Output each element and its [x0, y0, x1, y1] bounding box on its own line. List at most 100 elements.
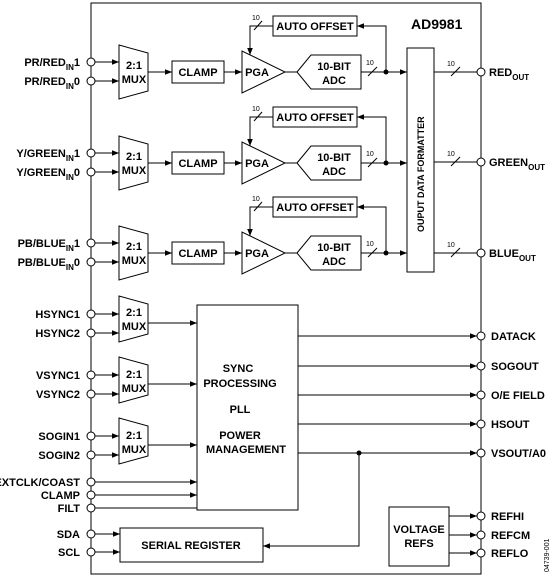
svg-text:O/E FIELD: O/E FIELD	[491, 390, 545, 402]
sogin-mux: 2:1 MUX	[118, 417, 149, 465]
svg-text:REDOUT: REDOUT	[489, 67, 529, 82]
svg-text:PB/BLUEIN0: PB/BLUEIN0	[18, 257, 80, 272]
vsout-output: VSOUT/A0	[298, 448, 546, 460]
svg-text:2:1: 2:1	[126, 369, 142, 381]
svg-text:10: 10	[447, 242, 455, 249]
svg-text:2:1: 2:1	[126, 307, 142, 319]
pll-label: PLL	[230, 404, 251, 416]
datack-output: DATACK	[298, 331, 536, 343]
green-pga: PGA	[241, 141, 287, 185]
svg-text:ADC: ADC	[322, 166, 346, 178]
svg-text:Y/GREENIN1: Y/GREENIN1	[16, 148, 80, 163]
refs-label: REFS	[404, 538, 433, 550]
svg-text:Y/GREENIN0: Y/GREENIN0	[16, 167, 80, 182]
svg-text:10: 10	[252, 106, 260, 113]
svg-text:CLAMP: CLAMP	[178, 67, 217, 79]
refhi-output: REFHI	[449, 511, 524, 523]
vsync-mux: 2:1 MUX	[118, 356, 149, 404]
svg-text:2:1: 2:1	[126, 430, 142, 442]
green-adc: 10-BIT ADC	[296, 145, 362, 181]
svg-text:10: 10	[366, 241, 374, 248]
svg-text:CLAMP: CLAMP	[178, 248, 217, 260]
chip-name: AD9981	[411, 16, 463, 32]
svg-text:PGA: PGA	[245, 158, 269, 170]
green-auto-offset: AUTO OFFSET	[272, 106, 358, 128]
svg-text:FILT: FILT	[58, 503, 81, 515]
svg-text:VSOUT/A0: VSOUT/A0	[491, 448, 546, 460]
output-data-formatter	[406, 47, 435, 273]
sync-label: SYNC	[223, 363, 254, 375]
svg-text:10-BIT: 10-BIT	[317, 152, 351, 164]
svg-text:AUTO OFFSET: AUTO OFFSET	[276, 112, 354, 124]
svg-text:10: 10	[447, 151, 455, 158]
processing-label: PROCESSING	[203, 378, 276, 390]
y-in0-pin: Y/GREENIN0	[16, 167, 119, 182]
svg-text:EXTCLK/COAST: EXTCLK/COAST	[0, 477, 80, 489]
reflo-output: REFLO	[449, 548, 529, 560]
svg-text:10: 10	[366, 60, 374, 67]
svg-text:MUX: MUX	[122, 74, 147, 86]
svg-text:GREENOUT: GREENOUT	[489, 157, 545, 172]
svg-text:MUX: MUX	[122, 165, 147, 177]
svg-text:PR/REDIN0: PR/REDIN0	[24, 76, 80, 91]
svg-text:HSYNC2: HSYNC2	[35, 328, 80, 340]
svg-text:10: 10	[252, 15, 260, 22]
svg-text:MUX: MUX	[122, 383, 147, 395]
svg-text:BLUEOUT: BLUEOUT	[489, 248, 536, 263]
pb-in0-pin: PB/BLUEIN0	[18, 257, 119, 272]
svg-text:SOGOUT: SOGOUT	[491, 361, 539, 373]
voltage-refs-block	[388, 506, 450, 567]
clamp-pin: CLAMP	[41, 490, 197, 502]
hsync1-pin: HSYNC1	[35, 309, 119, 321]
sogin1-pin: SOGIN1	[38, 431, 119, 443]
blue-output: 10 BLUEOUT	[434, 242, 536, 263]
svg-text:PGA: PGA	[245, 67, 269, 79]
blue-pga: PGA	[241, 231, 287, 275]
hsync2-pin: HSYNC2	[35, 328, 119, 340]
hsout-output: HSOUT	[298, 419, 530, 431]
scl-pin: SCL	[58, 547, 120, 559]
svg-text:PGA: PGA	[245, 248, 269, 260]
svg-text:10: 10	[447, 61, 455, 68]
svg-text:AUTO OFFSET: AUTO OFFSET	[276, 21, 354, 33]
voltage-label: VOLTAGE	[393, 524, 445, 536]
svg-text:PB/BLUEIN1: PB/BLUEIN1	[18, 238, 80, 253]
y-in1-pin: Y/GREENIN1	[16, 148, 119, 163]
svg-text:10: 10	[366, 151, 374, 158]
sogout-output: SOGOUT	[298, 361, 539, 373]
green-clamp: CLAMP	[171, 151, 225, 175]
svg-text:SDA: SDA	[57, 529, 80, 541]
red-output: 10 REDOUT	[434, 61, 529, 82]
serial-register-label: SERIAL REGISTER	[141, 540, 240, 552]
red-auto-offset: AUTO OFFSET	[272, 15, 358, 37]
svg-text:VSYNC1: VSYNC1	[36, 370, 80, 382]
svg-text:REFHI: REFHI	[491, 511, 524, 523]
svg-text:VSYNC2: VSYNC2	[36, 389, 80, 401]
sync-processing-block	[196, 304, 299, 511]
svg-text:PR/REDIN1: PR/REDIN1	[24, 57, 80, 72]
green-output: 10 GREENOUT	[434, 151, 545, 172]
svg-text:ADC: ADC	[322, 256, 346, 268]
refcm-output: REFCM	[449, 530, 530, 542]
vsync1-pin: VSYNC1	[36, 370, 119, 382]
svg-text:2:1: 2:1	[126, 151, 142, 163]
svg-text:REFCM: REFCM	[491, 530, 530, 542]
chip-outline	[90, 2, 482, 575]
svg-text:AUTO OFFSET: AUTO OFFSET	[276, 202, 354, 214]
svg-text:CLAMP: CLAMP	[41, 490, 80, 502]
formatter-label: OUPUT DATA FORMATTER	[416, 116, 426, 232]
power-label: POWER	[219, 430, 261, 442]
sda-pin: SDA	[57, 529, 120, 541]
svg-text:SOGIN2: SOGIN2	[38, 450, 80, 462]
pr-in1-pin: PR/REDIN1	[24, 57, 119, 72]
svg-text:ADC: ADC	[322, 75, 346, 87]
svg-text:MUX: MUX	[122, 444, 147, 456]
vsync2-pin: VSYNC2	[36, 389, 119, 401]
blue-auto-offset: AUTO OFFSET	[272, 196, 358, 218]
hsync-mux: 2:1 MUX	[118, 295, 149, 343]
filt-pin: FILT	[58, 503, 197, 515]
